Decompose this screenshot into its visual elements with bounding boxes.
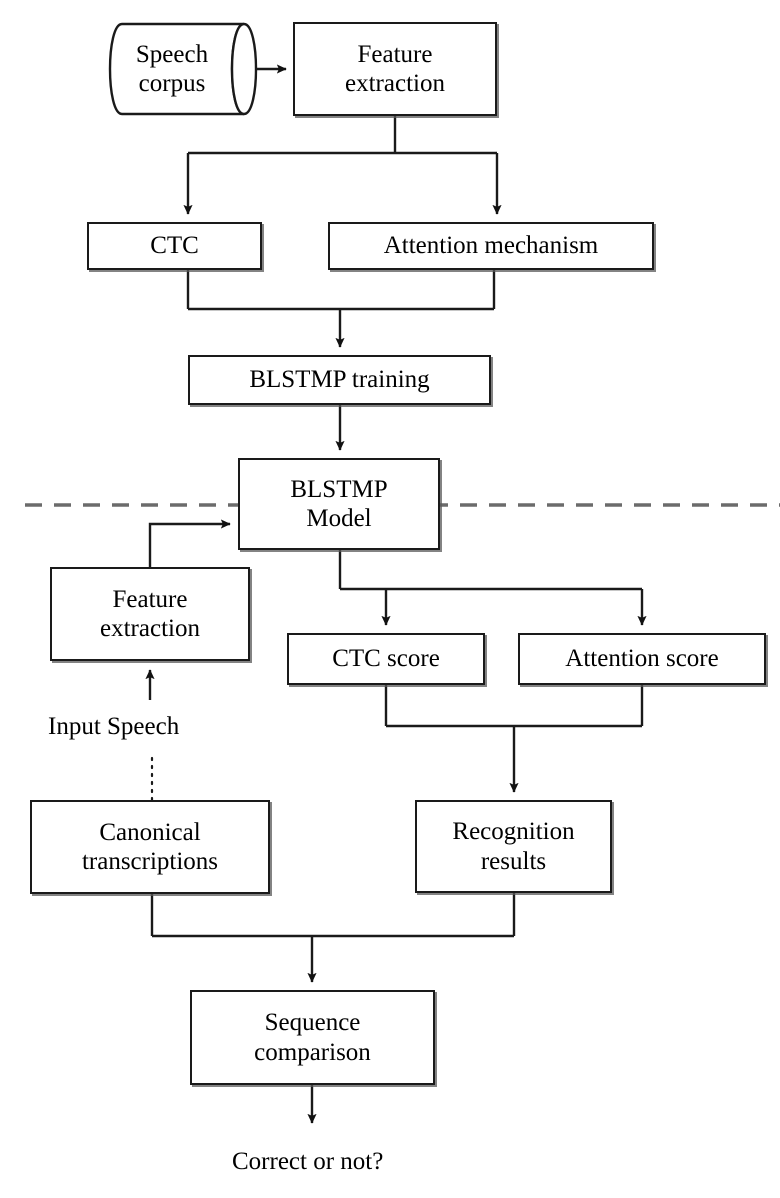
node-label-ctc-score: CTC score [332, 645, 440, 673]
node-ctc-score[interactable]: CTC score [287, 633, 485, 685]
node-speech-corpus[interactable]: Speech corpus [92, 22, 274, 116]
node-label-attention-mechanism: Attention mechanism [383, 232, 599, 260]
node-canonical-transcriptions[interactable]: Canonical transcriptions [30, 800, 270, 894]
node-label-attention-score: Attention score [565, 645, 719, 673]
cylinder-shape [108, 22, 258, 116]
node-attention-mechanism[interactable]: Attention mechanism [328, 222, 654, 270]
edge-feature-test-to-model [148, 519, 231, 567]
node-recognition-results[interactable]: Recognition results [415, 800, 612, 893]
node-feature-extraction-test[interactable]: Feature extraction [50, 567, 250, 661]
node-label-blstmp-model: BLSTMP Model [290, 475, 388, 533]
node-attention-score[interactable]: Attention score [518, 633, 766, 685]
node-label-sequence-comparison: Sequence comparison [254, 1009, 371, 1066]
node-ctc[interactable]: CTC [87, 222, 262, 270]
node-blstmp-model[interactable]: BLSTMP Model [238, 458, 440, 550]
node-label-feature-extraction-train: Feature extraction [345, 40, 445, 98]
node-sequence-comparison[interactable]: Sequence comparison [190, 990, 435, 1085]
node-label-speech-corpus: Speech corpus [135, 40, 209, 98]
label-correct-or-not: Correct or not? [232, 1148, 384, 1175]
node-blstmp-training[interactable]: BLSTMP training [188, 355, 491, 405]
node-feature-extraction-train[interactable]: Feature extraction [293, 22, 497, 116]
node-label-recognition-results: Recognition results [452, 818, 575, 875]
label-input-speech: Input Speech [48, 713, 180, 740]
node-label-blstmp-training: BLSTMP training [249, 366, 430, 394]
node-label-feature-extraction-test: Feature extraction [100, 585, 200, 643]
node-label-ctc: CTC [150, 232, 199, 260]
node-label-canonical-transcriptions: Canonical transcriptions [81, 818, 219, 876]
